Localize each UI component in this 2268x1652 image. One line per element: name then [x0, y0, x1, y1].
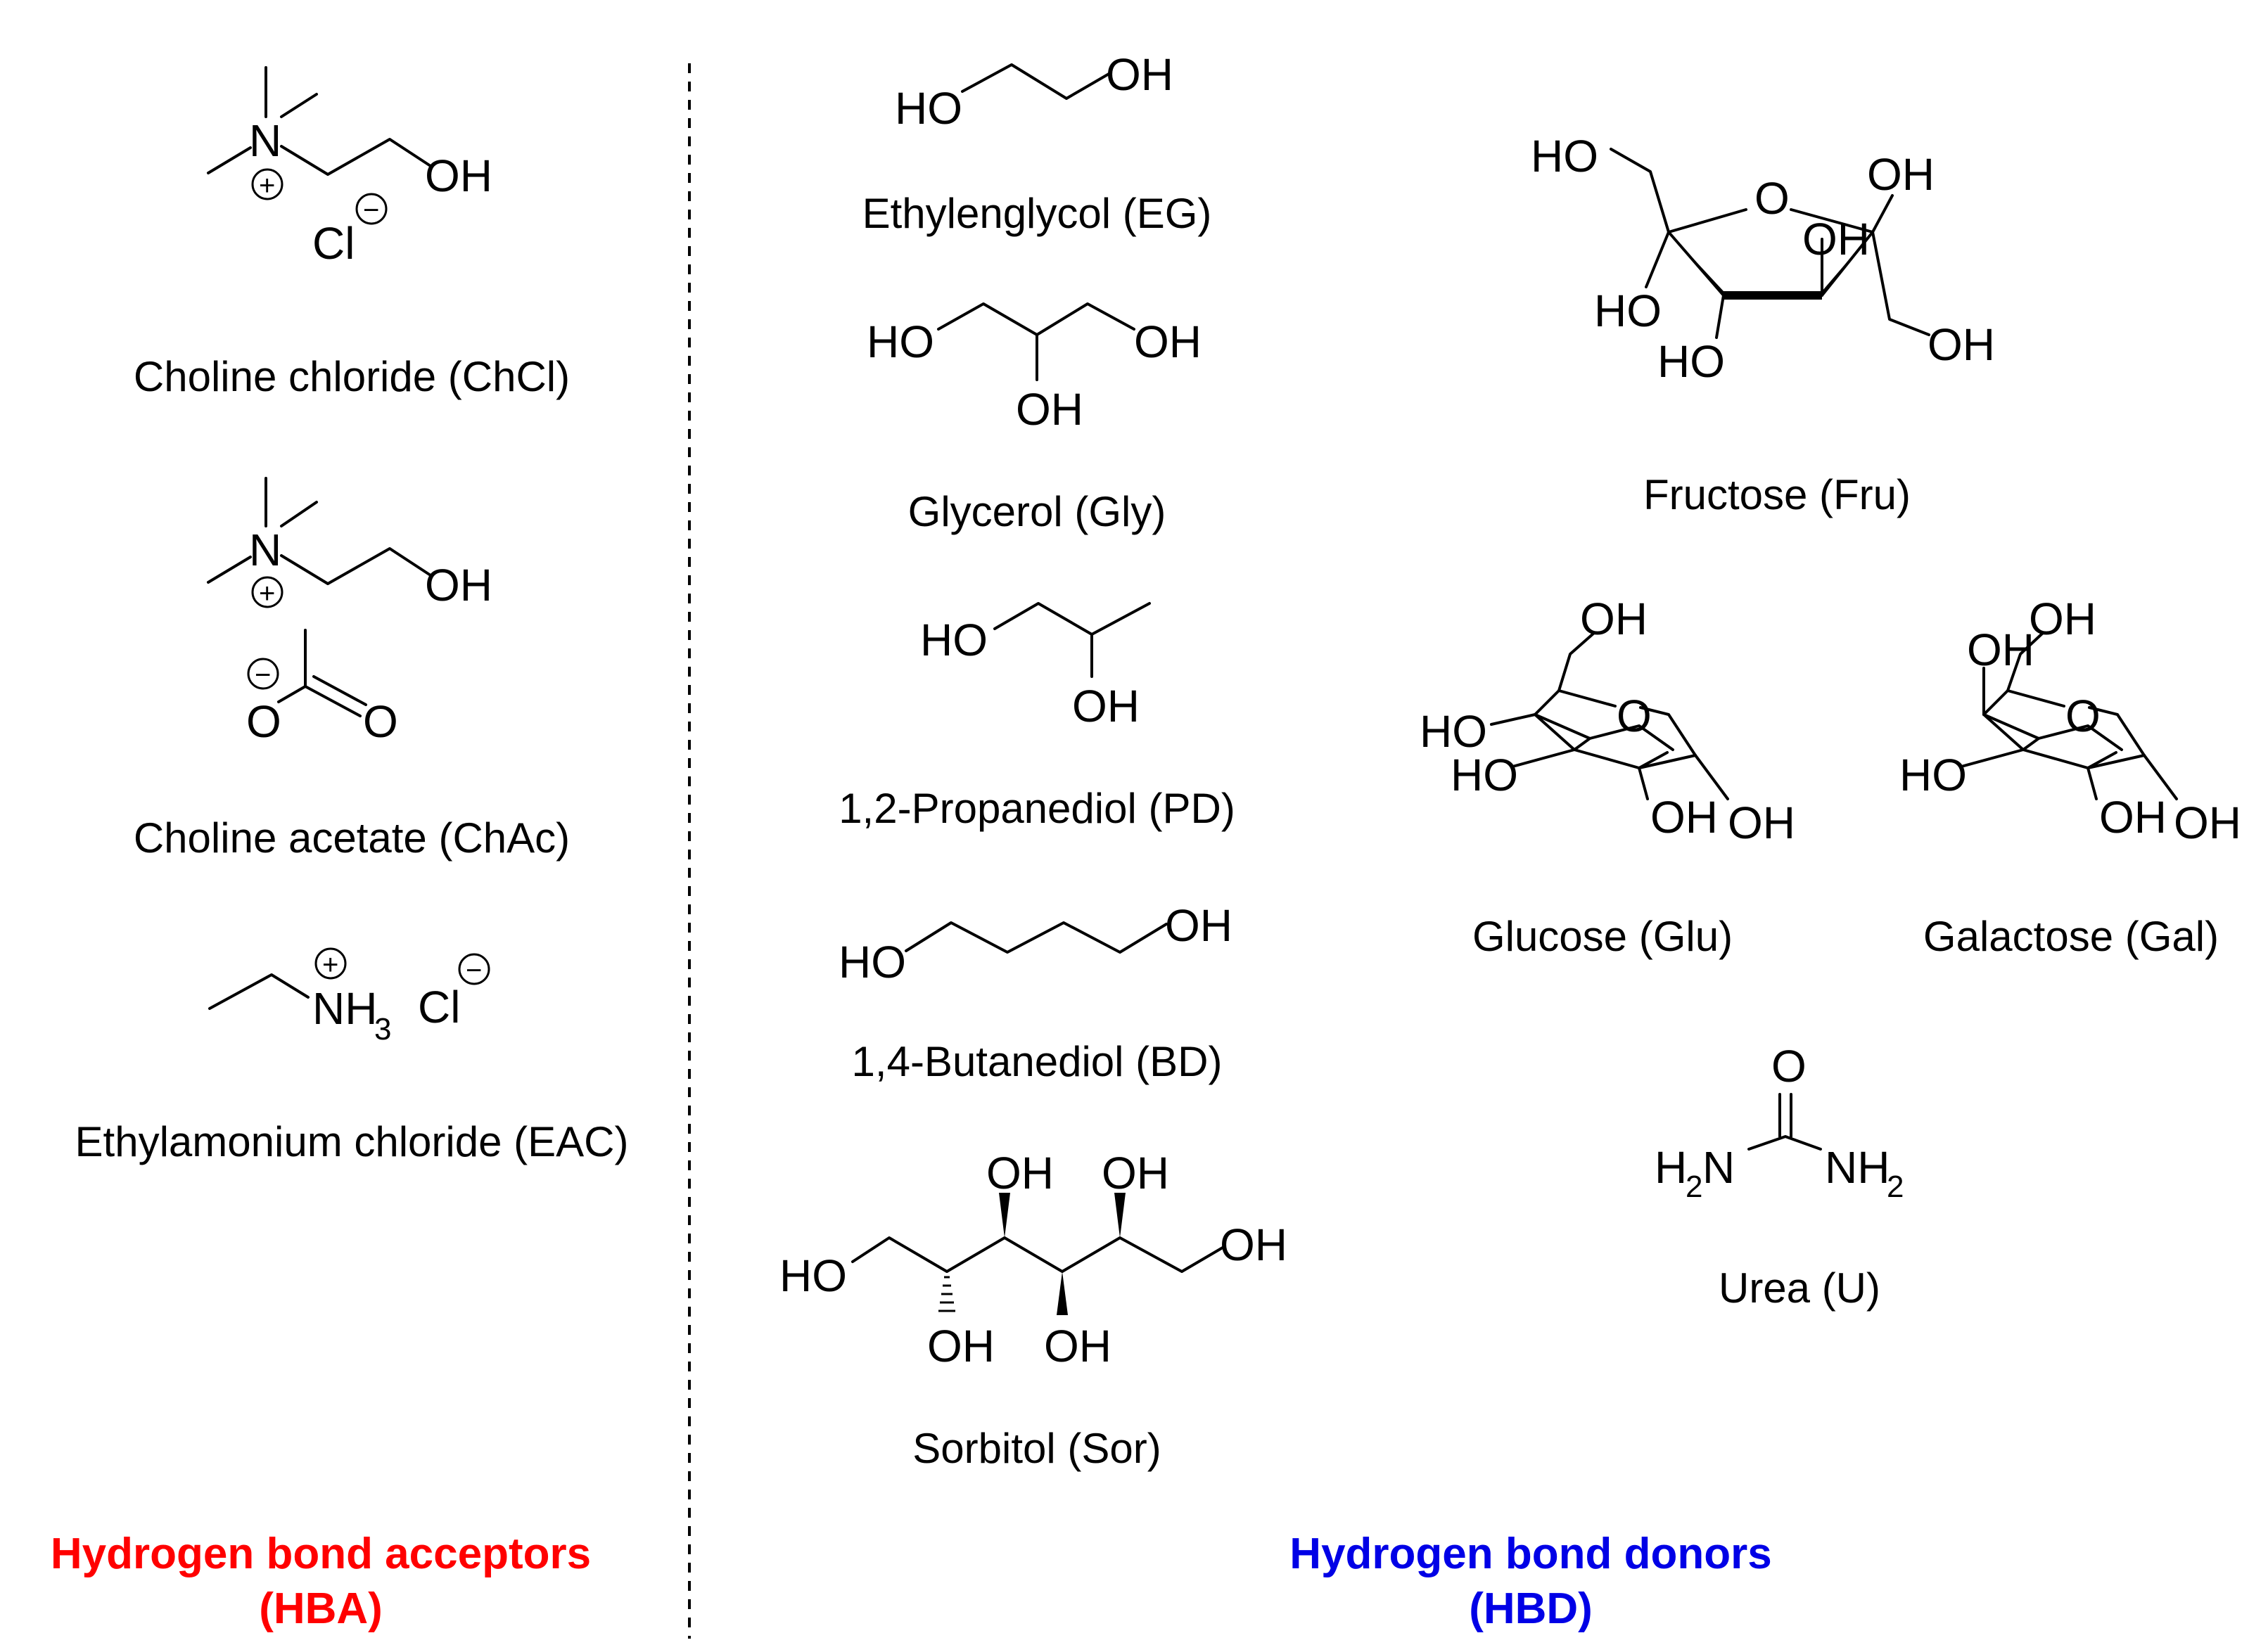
ethylenglycol-structure: HO OH: [895, 49, 1173, 134]
atom-ho: HO: [1594, 286, 1662, 336]
atom-cl: Cl: [312, 218, 355, 269]
name-ethylenglycol: Ethylenglycol (EG): [862, 190, 1212, 237]
atom-oh: OH: [2174, 798, 2241, 848]
ethylamonium-chloride-structure: + NH 3 Cl −: [208, 947, 490, 1046]
atom-oh: OH: [986, 1148, 1054, 1198]
atom-ho: HO: [1420, 706, 1487, 757]
atom-oh: OH: [2099, 792, 2167, 843]
atom-ho: HO: [1451, 750, 1518, 800]
atom-oh: OH: [1867, 149, 1935, 200]
glucose-structure: OH O HO HO OH OH: [1420, 594, 1795, 848]
atom-nh: NH: [1825, 1142, 1890, 1193]
galactose-structure: OH OH O HO OH OH: [1899, 594, 2241, 848]
name-propanediol: 1,2-Propanediol (PD): [839, 785, 1235, 832]
atom-ho: HO: [895, 83, 962, 134]
charge-plus: +: [259, 170, 275, 201]
atom-oh: OH: [1044, 1321, 1111, 1371]
atom-oh: OH: [1220, 1219, 1287, 1270]
atom-oh: OH: [927, 1321, 995, 1371]
name-choline-chloride: Choline chloride (ChCl): [134, 353, 570, 400]
atom-ho: HO: [1531, 131, 1598, 181]
atom-oh: OH: [425, 560, 492, 610]
atom-oh: OH: [1928, 319, 1995, 370]
heading-donors: Hydrogen bond donors: [1289, 1530, 1771, 1578]
heading-acceptors-abbr: (HBA): [259, 1584, 383, 1633]
atom-ho: HO: [839, 937, 906, 987]
atom-o: O: [1617, 691, 1652, 741]
subscript-2: 2: [1686, 1170, 1702, 1204]
fructose-structure: O HO OH OH HO HO OH: [1531, 131, 1995, 387]
atom-oh: OH: [1102, 1148, 1169, 1198]
atom-oh: OH: [1650, 792, 1718, 843]
name-fructose: Fructose (Fru): [1643, 471, 1911, 518]
name-urea: Urea (U): [1719, 1264, 1880, 1312]
name-galactose: Galactose (Gal): [1923, 913, 2219, 960]
atom-n: N: [1702, 1142, 1735, 1193]
atom-oh: OH: [1728, 798, 1795, 848]
name-glycerol: Glycerol (Gly): [908, 488, 1166, 535]
atom-oh: OH: [1165, 900, 1232, 951]
atom-oh: OH: [1967, 625, 2034, 675]
atom-ho: HO: [1657, 336, 1725, 387]
choline-chloride-structure: N + OH Cl −: [207, 66, 492, 269]
glycerol-structure: HO OH OH: [867, 302, 1202, 435]
charge-minus: −: [255, 660, 271, 691]
atom-oh: OH: [425, 151, 492, 201]
choline-acetate-structure: N + OH − O O: [207, 477, 492, 747]
atom-cl: Cl: [418, 982, 460, 1032]
name-glucose: Glucose (Glu): [1472, 913, 1733, 960]
atom-oh: OH: [2029, 594, 2096, 644]
name-sorbitol: Sorbitol (Sor): [912, 1425, 1161, 1472]
name-ethylamonium-chloride: Ethylamonium chloride (EAC): [75, 1118, 629, 1165]
atom-ho: HO: [779, 1250, 847, 1301]
subscript-2: 2: [1887, 1170, 1904, 1204]
atom-o: O: [363, 696, 398, 747]
atom-n: N: [249, 525, 281, 575]
atom-oh: OH: [1106, 49, 1173, 100]
atom-oh: OH: [1072, 681, 1140, 731]
urea-structure: O H 2 N NH 2: [1655, 1041, 1904, 1204]
name-choline-acetate: Choline acetate (ChAc): [134, 814, 570, 862]
atom-oh: OH: [1802, 214, 1870, 264]
atom-oh: OH: [1016, 384, 1083, 435]
atom-ho: HO: [867, 316, 934, 367]
sorbitol-structure: HO OH OH OH OH OH: [779, 1148, 1287, 1371]
butanediol-structure: HO OH: [839, 900, 1232, 987]
atom-nh: NH: [312, 983, 377, 1034]
propanediol-structure: HO OH: [920, 602, 1151, 731]
atom-oh: OH: [1580, 594, 1648, 644]
atom-n: N: [249, 115, 281, 166]
charge-plus: +: [322, 949, 338, 980]
atom-o: O: [246, 696, 281, 747]
charge-minus: −: [466, 955, 482, 986]
atom-ho: HO: [920, 615, 988, 665]
atom-oh: OH: [1134, 316, 1202, 367]
charge-plus: +: [259, 578, 275, 609]
charge-minus: −: [363, 195, 379, 226]
atom-ho: HO: [1899, 750, 1967, 800]
heading-donors-abbr: (HBD): [1469, 1584, 1593, 1633]
atom-o: O: [1771, 1041, 1807, 1091]
atom-o: O: [1754, 173, 1790, 224]
atom-h: H: [1655, 1142, 1687, 1193]
heading-acceptors: Hydrogen bond acceptors: [51, 1530, 591, 1578]
subscript-3: 3: [374, 1012, 391, 1046]
name-butanediol: 1,4-Butanediol (BD): [852, 1038, 1223, 1085]
atom-o: O: [2065, 691, 2101, 741]
